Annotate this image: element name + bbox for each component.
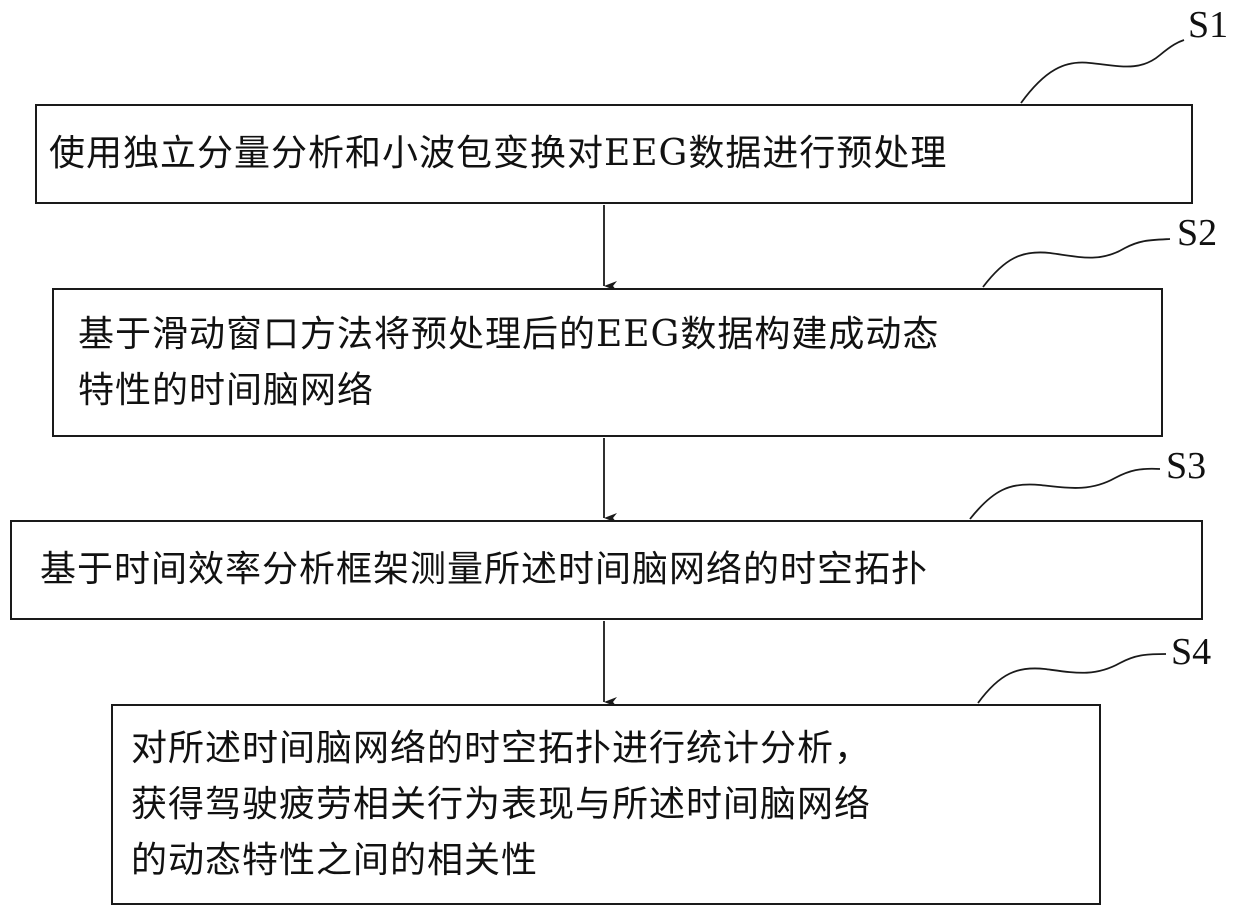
step-label-s3: S3 bbox=[1166, 446, 1206, 486]
step-label-s4: S4 bbox=[1171, 632, 1211, 672]
step-box-s1: 使用独立分量分析和小波包变换对EEG数据进行预处理 bbox=[35, 104, 1193, 204]
step-box-s4: 对所述时间脑网络的时空拓扑进行统计分析， 获得驾驶疲劳相关行为表现与所述时间脑网… bbox=[111, 704, 1101, 905]
step-text-s1: 使用独立分量分析和小波包变换对EEG数据进行预处理 bbox=[37, 126, 947, 182]
step-text-s3: 基于时间效率分析框架测量所述时间脑网络的时空拓扑 bbox=[12, 542, 928, 598]
step-text-s2: 基于滑动窗口方法将预处理后的EEG数据构建成动态 特性的时间脑网络 bbox=[54, 307, 939, 419]
step-box-s2: 基于滑动窗口方法将预处理后的EEG数据构建成动态 特性的时间脑网络 bbox=[52, 288, 1163, 437]
leader-line-s4 bbox=[978, 654, 1166, 703]
leader-line-s1 bbox=[1021, 40, 1184, 103]
step-label-s2: S2 bbox=[1177, 213, 1217, 253]
leader-line-s2 bbox=[983, 239, 1170, 287]
step-box-s3: 基于时间效率分析框架测量所述时间脑网络的时空拓扑 bbox=[10, 520, 1203, 620]
step-label-s1: S1 bbox=[1188, 5, 1228, 45]
leader-line-s3 bbox=[970, 469, 1160, 519]
step-text-s4: 对所述时间脑网络的时空拓扑进行统计分析， 获得驾驶疲劳相关行为表现与所述时间脑网… bbox=[113, 721, 871, 889]
